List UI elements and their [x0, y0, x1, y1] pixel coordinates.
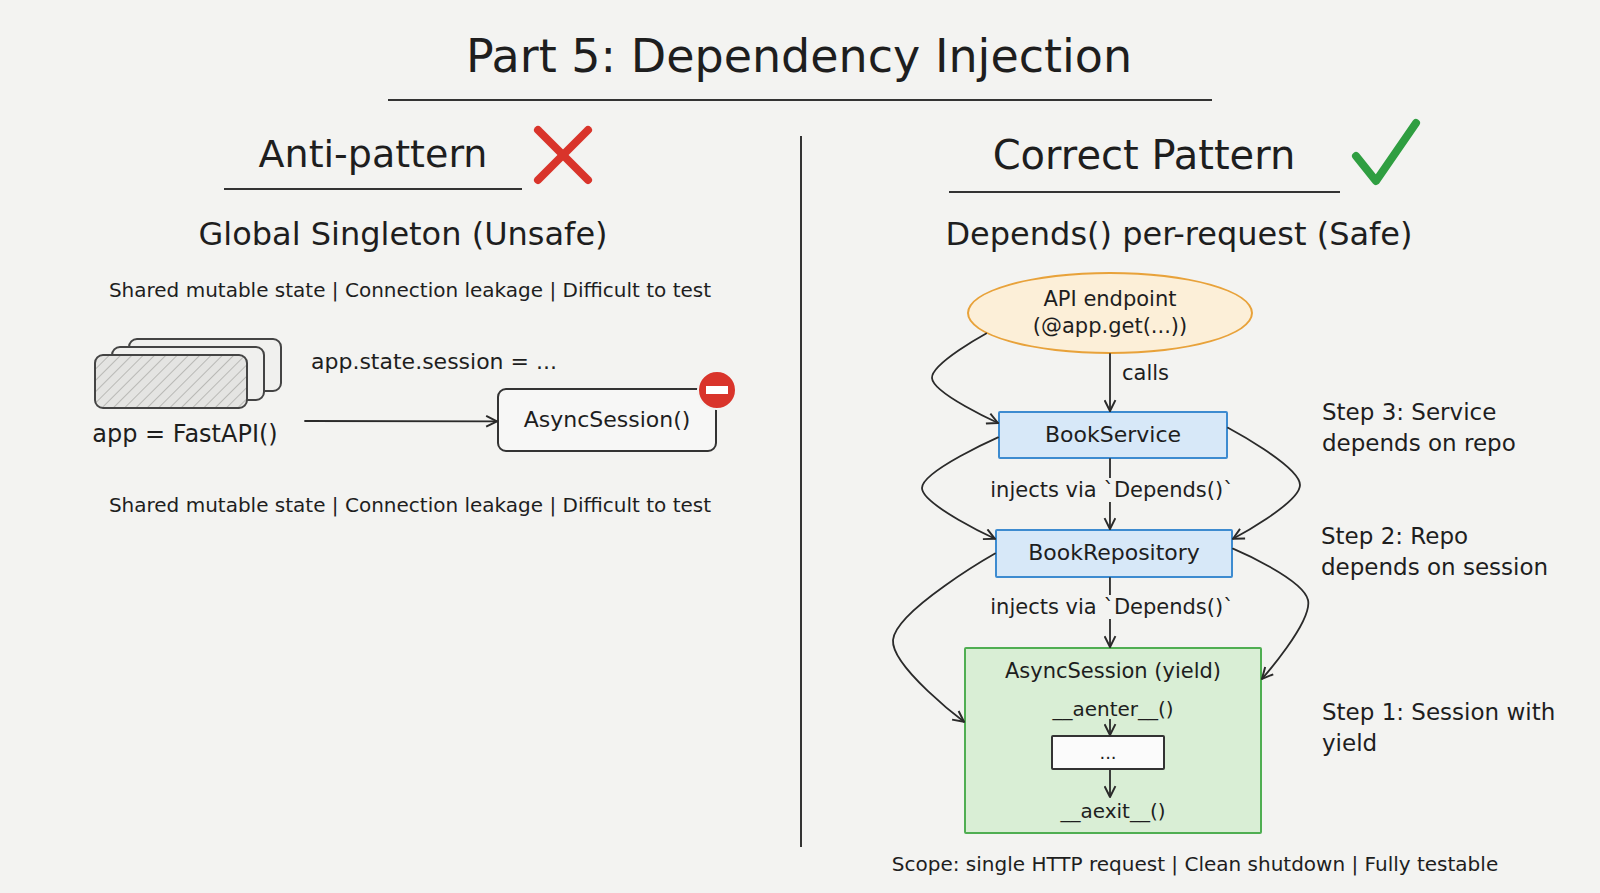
issue-list: Shared mutable state | Connection leakag… [109, 492, 711, 519]
endpoint-ellipse: API endpoint (@app.get(...)) [967, 272, 1253, 354]
diagram-caption: Scope: single HTTP request | Clean shutd… [892, 852, 1498, 876]
edge-label: injects via `Depends()` [986, 595, 1237, 619]
stack-card [112, 347, 264, 400]
step-note: Step 3: Service depends on repo [1322, 397, 1572, 459]
stacked-instances [95, 339, 281, 408]
section-heading: Anti-pattern [259, 129, 488, 180]
work-box: ... [1051, 735, 1165, 770]
node-label: BookRepository [1028, 539, 1200, 568]
section-subheading: Depends() per-request (Safe) [945, 213, 1412, 256]
issue-list: Shared mutable state | Connection leakag… [109, 277, 711, 304]
node-label: ... [1099, 741, 1116, 764]
cross-stroke [538, 130, 588, 180]
session-box: AsyncSession() [497, 388, 717, 452]
session-scope-box: AsyncSession (yield) __aenter__() __aexit_… [964, 647, 1262, 834]
connector-arrow [305, 420, 497, 422]
section-subheading: Global Singleton (Unsafe) [198, 213, 607, 256]
edge-label: app.state.session = ... [311, 349, 557, 374]
connector-arrow [1109, 354, 1111, 411]
node-detail: __aenter__() [966, 696, 1260, 722]
cross-stroke [538, 130, 588, 180]
node-label: BookService [1045, 421, 1181, 450]
node-label: API endpoint (@app.get(...)) [990, 286, 1230, 341]
section-heading: Correct Pattern [993, 128, 1296, 182]
instance-stack: app = FastAPI() [65, 330, 305, 452]
node-label: AsyncSession() [524, 406, 691, 435]
connector-arrow [932, 334, 998, 424]
connector-arrow [1228, 428, 1300, 539]
divider-line [800, 136, 802, 847]
title-underline [388, 99, 1212, 101]
cross-mark [538, 130, 588, 180]
node-label: AsyncSession (yield) [966, 658, 1260, 685]
heading-underline [224, 188, 522, 190]
step-note: Step 1: Session with yield [1322, 697, 1572, 759]
heading-underline [949, 191, 1340, 193]
service-box: BookService [998, 411, 1228, 459]
check-mark [1356, 123, 1416, 181]
node-label: app = FastAPI() [65, 419, 305, 450]
edge-label: injects via `Depends()` [986, 478, 1237, 502]
edge-label: calls [1122, 361, 1169, 385]
repository-box: BookRepository [995, 529, 1233, 578]
stack-card [95, 355, 247, 408]
node-detail: __aexit__() [966, 798, 1260, 824]
diagram-title: Part 5: Dependency Injection [466, 29, 1132, 83]
step-note: Step 2: Repo depends on session [1321, 521, 1571, 583]
stack-card [129, 339, 281, 391]
